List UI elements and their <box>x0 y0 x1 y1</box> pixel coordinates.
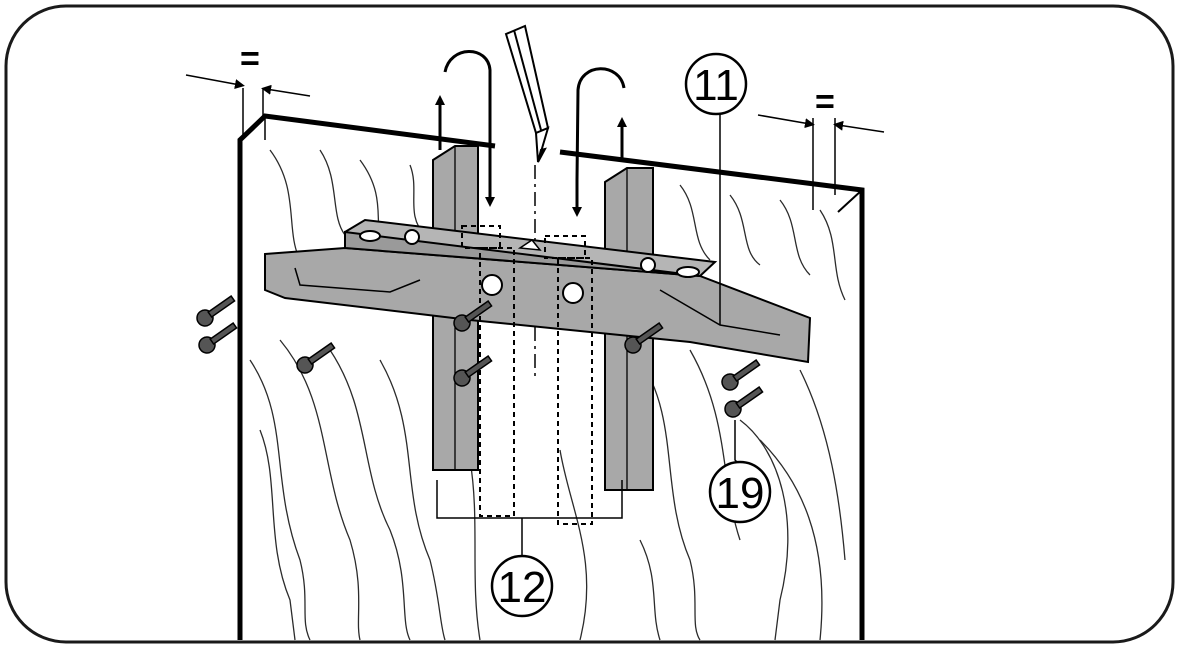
arrow-down-icon <box>443 50 626 217</box>
dimension-left <box>185 74 311 138</box>
callout-12: 12 <box>490 554 554 618</box>
center-mark <box>517 238 542 251</box>
drill-outline-right <box>544 235 593 525</box>
drill-outline-left <box>461 225 515 517</box>
callout-11: 11 <box>684 52 748 116</box>
equal-mark-left: = <box>240 40 260 78</box>
door-panel <box>237 113 865 640</box>
callout-leaders <box>436 108 746 558</box>
screw-icon <box>196 294 764 418</box>
svg-text:11: 11 <box>693 61 739 110</box>
svg-text:19: 19 <box>716 469 765 518</box>
pencil-icon <box>504 24 550 380</box>
arrow-up-icon <box>435 95 627 158</box>
callout-19: 19 <box>708 460 772 524</box>
dimension-right <box>757 114 885 210</box>
svg-text:12: 12 <box>498 563 547 612</box>
equal-mark-right: = <box>815 83 835 121</box>
